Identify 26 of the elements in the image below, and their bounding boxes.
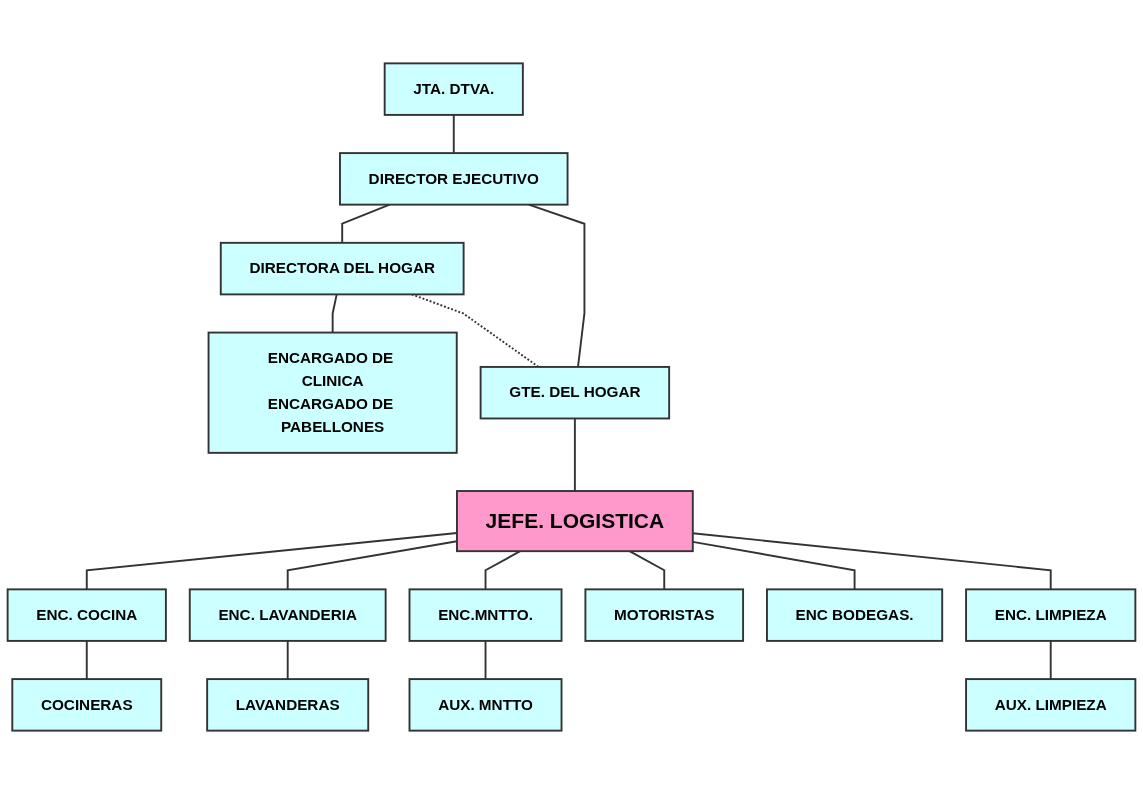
node-box: MOTORISTAS <box>584 588 745 642</box>
node-box: ENC. LAVANDERIA <box>188 588 387 642</box>
connector <box>341 203 391 244</box>
node-box: ENCARGADO DE CLINICA ENCARGADO DE PABELLONES <box>207 331 458 454</box>
node-box: JTA. DTVA. <box>383 62 524 116</box>
node-box: AUX. LIMPIEZA <box>965 678 1137 732</box>
node-box: JEFE. LOGISTICA <box>456 490 694 553</box>
node-box: ENC. LIMPIEZA <box>965 588 1137 642</box>
connector <box>484 550 522 591</box>
connector <box>286 639 289 681</box>
node-box: ENC.MNTTO. <box>408 588 563 642</box>
connector <box>331 293 338 334</box>
connector <box>573 417 576 492</box>
connector <box>628 550 666 591</box>
node-box: COCINERAS <box>11 678 163 732</box>
connector <box>85 639 88 681</box>
node-box: DIRECTORA DEL HOGAR <box>219 241 465 296</box>
node-box: DIRECTOR EJECUTIVO <box>339 152 569 206</box>
node-box: AUX. MNTTO <box>408 678 563 732</box>
node-box: ENC. COCINA <box>6 588 167 642</box>
connector <box>452 113 455 155</box>
node-box: ENC BODEGAS. <box>766 588 944 642</box>
connector <box>484 639 487 681</box>
node-box: LAVANDERAS <box>206 678 370 732</box>
node-box: GTE. DEL HOGAR <box>479 365 671 420</box>
connector <box>1049 639 1052 681</box>
